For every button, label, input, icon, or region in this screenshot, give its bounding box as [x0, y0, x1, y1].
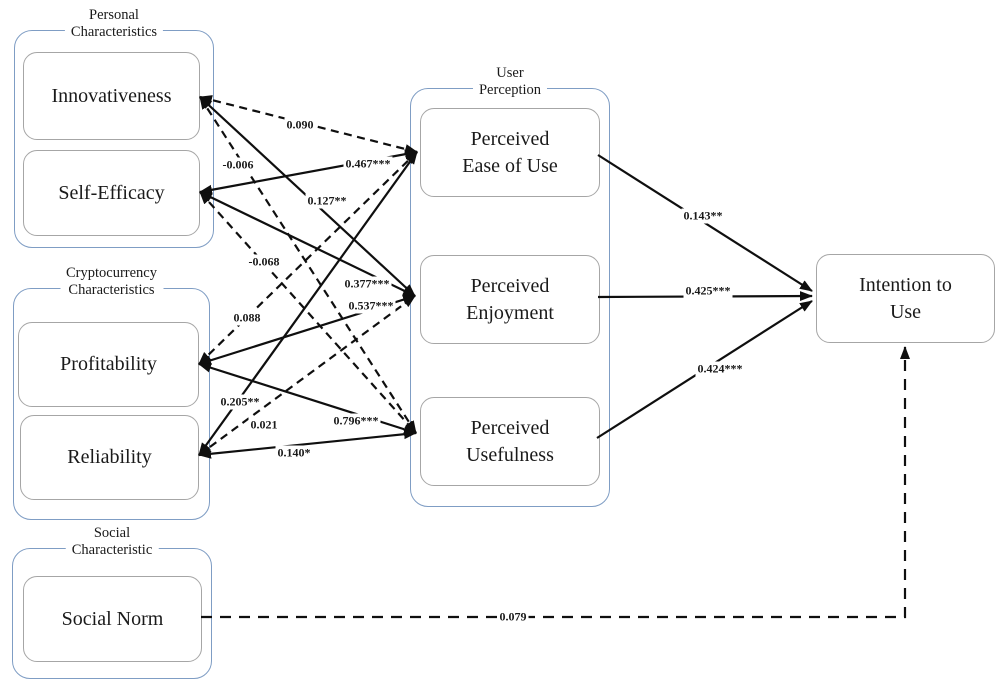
coef-profitability-pu: 0.796*** [331, 413, 381, 429]
node-pu-label-line1: Perceived [470, 416, 550, 439]
node-iu-label-line1: Intention to [859, 273, 952, 296]
node-profitability-label: Profitability [60, 353, 157, 375]
group-social-label-line1: Social [93, 525, 131, 541]
coef-profitability-peu: 0.088 [231, 310, 263, 326]
group-cryptocurrency-characteristics: Cryptocurrency Characteristics [13, 265, 210, 520]
group-cryptocurrency-label-line2: Characteristics [68, 282, 155, 298]
node-social-norm: Social Norm [23, 576, 202, 662]
node-pu-label-line2: Usefulness [466, 443, 554, 466]
group-personal-label-line2: Characteristics [70, 24, 158, 40]
coef-reliability-pu: 0.140* [275, 445, 313, 461]
edge-profitability-to-peu [198, 151, 418, 365]
coef-innovativeness-pe: 0.127** [305, 193, 349, 209]
group-social-label-line2: Characteristic [71, 542, 153, 558]
edge-reliability-to-pe [198, 295, 416, 456]
node-pe-label-line1: Perceived [470, 274, 550, 297]
coef-profitability-pe: 0.537*** [346, 298, 396, 314]
node-self-efficacy-label: Self-Efficacy [58, 181, 165, 204]
node-perceived-enjoyment: Perceived Enjoyment [420, 255, 600, 344]
coef-innovativeness-peu: 0.090 [284, 117, 316, 133]
node-self-efficacy: Self-Efficacy [23, 150, 200, 236]
node-peu-label-line2: Ease of Use [462, 154, 558, 177]
node-profitability: Profitability [18, 322, 199, 407]
node-innovativeness: Innovativeness [23, 52, 200, 140]
node-social-norm-label: Social Norm [61, 607, 164, 630]
group-personal-label: Personal Characteristics [64, 7, 164, 41]
coef-self-efficacy-pe: 0.377*** [342, 276, 392, 292]
coef-self-efficacy-peu: 0.467*** [343, 156, 393, 172]
coef-self-efficacy-pu: -0.068 [246, 254, 282, 270]
node-reliability-label: Reliability [67, 446, 152, 468]
edge-social-norm-to-intention [201, 346, 910, 619]
node-perceived-usefulness: Perceived Usefulness [420, 397, 600, 486]
coef-pu-intention: 0.424*** [695, 361, 745, 377]
node-perceived-ease-of-use: Perceived Ease of Use [420, 108, 600, 197]
group-personal-label-line1: Personal [89, 7, 139, 23]
node-pe-label-line2: Enjoyment [466, 301, 554, 324]
coef-innovativeness-pu: -0.006 [220, 157, 256, 173]
group-social-label: Social Characteristic [65, 525, 159, 559]
coef-pe-intention: 0.425*** [683, 283, 733, 299]
group-cryptocurrency-label: Cryptocurrency Characteristics [60, 265, 163, 299]
group-social-characteristic: Social Characteristic [12, 525, 212, 679]
coef-peu-intention: 0.143** [681, 208, 725, 224]
group-cryptocurrency-label-line1: Cryptocurrency [66, 265, 157, 281]
group-perception-label-line1: User [496, 65, 524, 81]
node-reliability: Reliability [20, 415, 199, 500]
edge-innovativeness-to-pu [199, 96, 417, 434]
group-perception-label-line2: Perception [478, 82, 542, 98]
group-perception-label: User Perception [472, 65, 548, 99]
node-peu-label-line1: Perceived [470, 127, 550, 150]
node-innovativeness-label: Innovativeness [51, 84, 172, 107]
coef-social-norm-intention: 0.079 [497, 609, 529, 625]
group-personal-characteristics: Personal Characteristics [14, 7, 214, 248]
node-intention-to-use: Intention to Use [816, 254, 995, 343]
coef-reliability-peu: 0.205** [218, 394, 262, 410]
edge-reliability-to-pu [198, 429, 417, 459]
coef-reliability-pe: 0.021 [248, 417, 280, 433]
node-iu-label-line2: Use [889, 300, 922, 323]
